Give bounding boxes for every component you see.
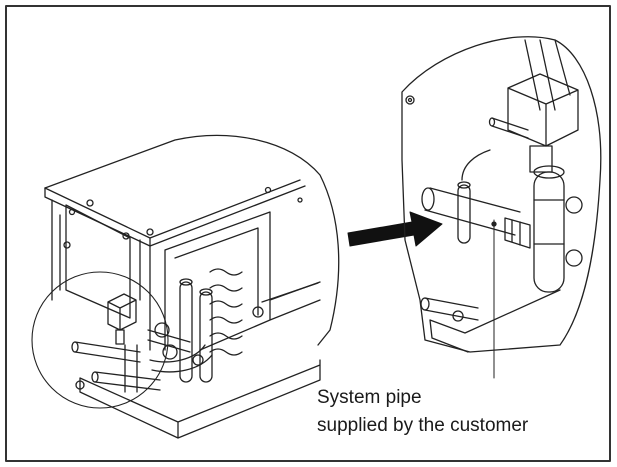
detail-view (401, 36, 602, 379)
detail-screw (405, 95, 415, 105)
valve-actuator (107, 293, 137, 331)
unit-overview (31, 134, 340, 439)
valve-pipes (71, 322, 213, 393)
detail-valve-actuator (507, 73, 579, 147)
system-pipe (421, 187, 531, 249)
detail-arrow (347, 211, 443, 247)
unit-top-panel (44, 179, 301, 239)
detail-base-tray (429, 289, 561, 353)
callout-label-line-2: supplied by the customer (317, 415, 529, 436)
callout-label-line-1: System pipe (317, 387, 422, 408)
diagram-border (5, 5, 611, 462)
unit-cutaway-outline (44, 134, 340, 346)
unit-coil-housing (164, 211, 321, 351)
top-screw (86, 199, 94, 207)
coil-fins (209, 268, 243, 356)
unit-base-tray (79, 359, 321, 439)
sensor-rod (457, 184, 471, 244)
detail-outline (401, 36, 602, 353)
detail-magnifier (31, 271, 169, 409)
unit-left-housing (51, 199, 131, 319)
